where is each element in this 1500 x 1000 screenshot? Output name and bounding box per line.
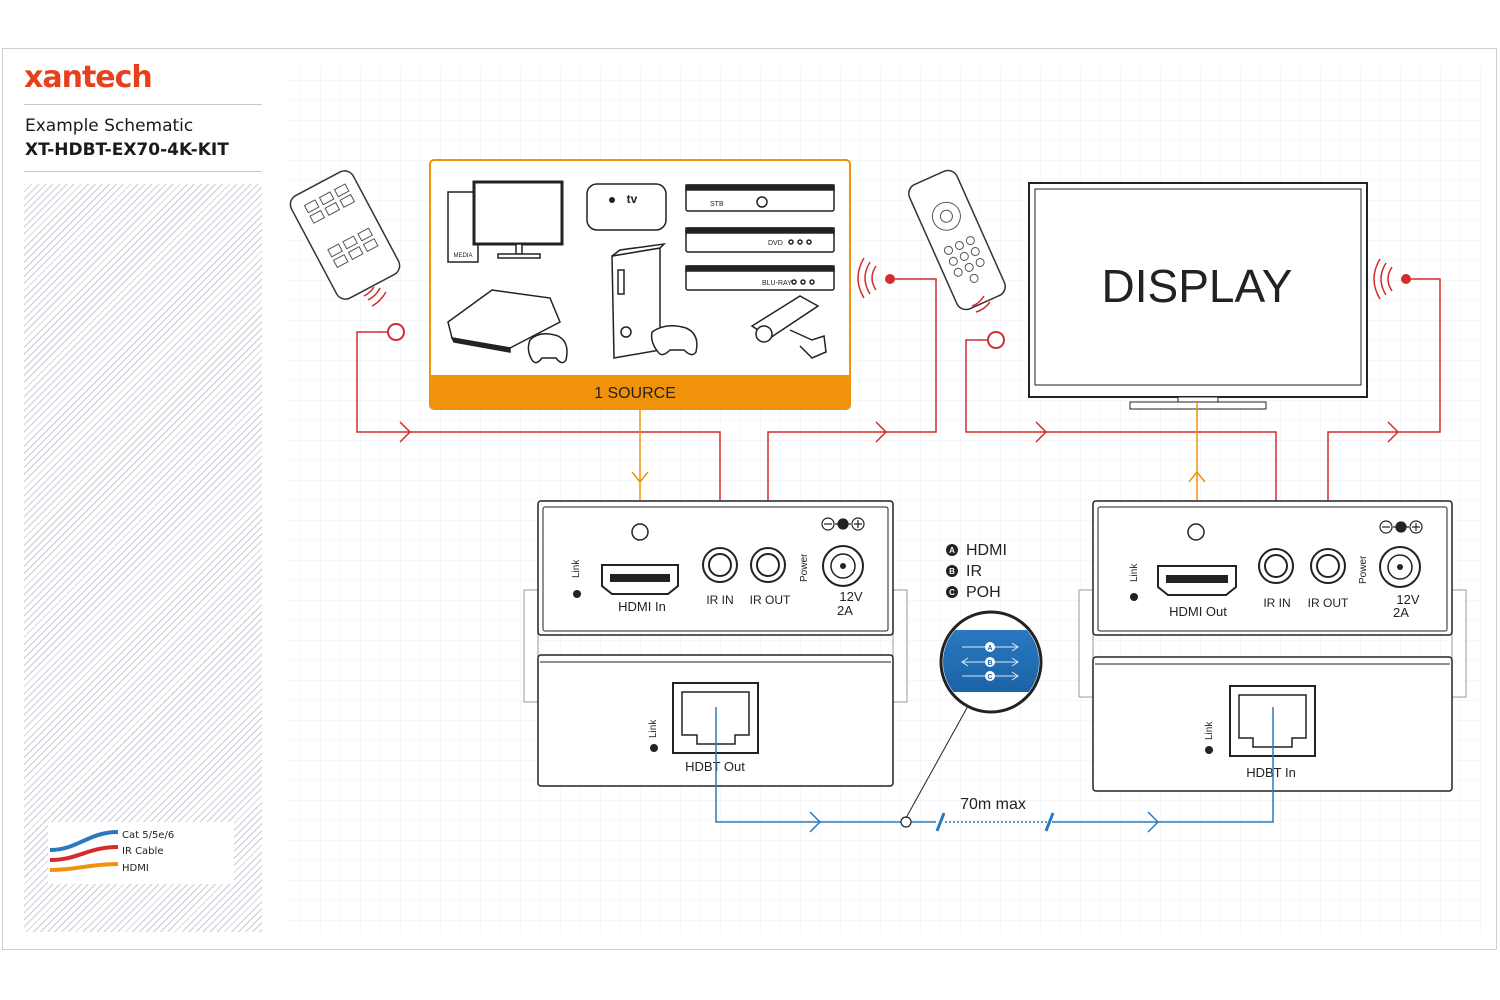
power-label: Power <box>799 553 810 582</box>
legend-cat-line <box>49 830 119 852</box>
hdmi-out-label: HDMI Out <box>1169 604 1227 619</box>
cable-legend: Cat 5/5e/6 IR Cable HDMI <box>48 822 234 884</box>
link-indicator <box>573 590 581 598</box>
magnifier-badge-c: C <box>987 674 992 681</box>
link-led <box>631 523 649 541</box>
stb-label: STB <box>710 201 724 208</box>
ir-signal-icon <box>363 286 387 307</box>
xbox-console-icon <box>611 242 698 359</box>
voltage-label: 12V <box>1396 592 1419 607</box>
ir-cables <box>356 278 1441 565</box>
display-monitor <box>1028 182 1368 410</box>
model-title: XT-HDBT-EX70-4K-KIT <box>25 140 229 160</box>
ir-emitter-icon <box>857 257 877 299</box>
polarity-icon <box>821 517 865 531</box>
dvd-player-icon <box>685 227 835 253</box>
signal-label-ir: IR <box>966 563 982 580</box>
divider <box>24 104 262 105</box>
page-subtitle: Example Schematic <box>25 116 194 136</box>
power-label: Power <box>1358 555 1369 584</box>
xantech-logo: xantech <box>24 60 153 95</box>
amperage-label: 2A <box>1393 605 1409 620</box>
hdbt-out-label: HDBT Out <box>685 759 745 774</box>
magnifier-badge-a: A <box>987 645 992 652</box>
link-label: Link <box>1129 563 1140 582</box>
apple-tv-icon <box>586 183 667 231</box>
voltage-label: 12V <box>839 589 862 604</box>
game-console-icon <box>447 289 568 364</box>
link-indicator <box>1205 746 1213 754</box>
pc-icon <box>447 180 564 263</box>
hatch-panel <box>24 184 262 932</box>
hdmi-in-label: HDMI In <box>618 599 666 614</box>
amperage-label: 2A <box>837 603 853 618</box>
hdmi-port <box>1157 565 1237 596</box>
divider <box>24 171 262 172</box>
security-camera-icon <box>750 295 827 359</box>
signal-badge-a-text: A <box>949 546 955 555</box>
ir-in-label: IR IN <box>706 593 733 607</box>
ir-signal-icon <box>971 295 991 313</box>
signal-badge-c-text: C <box>949 588 955 597</box>
ir-in-label: IR IN <box>1263 596 1290 610</box>
signal-badge-b-text: B <box>949 567 955 576</box>
ir-out-jack <box>1310 548 1346 584</box>
link-label: Link <box>571 559 582 578</box>
cable-callout-point <box>900 816 912 828</box>
link-label: Link <box>648 719 659 738</box>
display-label: DISPLAY <box>1102 260 1293 312</box>
legend-hdmi-line <box>49 862 119 872</box>
ir-receiver-eye-icon <box>987 331 1005 349</box>
ir-in-jack <box>1258 548 1294 584</box>
legend-label-cat: Cat 5/5e/6 <box>122 830 175 841</box>
power-jack <box>822 545 864 587</box>
source-label: 1 SOURCE <box>594 385 676 402</box>
signal-badge-b <box>946 565 958 577</box>
power-jack <box>1379 546 1421 588</box>
apple-tv-label: tv <box>627 192 638 206</box>
ir-emitter-icon <box>1373 258 1393 300</box>
signal-label-hdmi: HDMI <box>966 542 1007 559</box>
dvd-label: DVD <box>768 240 783 247</box>
magnifier-badge-b: B <box>987 660 992 667</box>
stb-icon <box>685 184 835 212</box>
pc-label: MEDIA <box>453 253 472 259</box>
ir-in-jack <box>702 547 738 583</box>
link-indicator <box>1130 593 1138 601</box>
ir-out-jack <box>750 547 786 583</box>
signal-label-poh: POH <box>966 584 1001 601</box>
ir-out-label: IR OUT <box>750 593 791 607</box>
ir-receiver-eye-icon <box>387 323 405 341</box>
link-indicator <box>650 744 658 752</box>
display-remote-icon <box>908 169 1006 311</box>
bluray-label: BLU-RAY <box>762 280 792 287</box>
cat-cable <box>715 707 1274 833</box>
legend-label-hdmi: HDMI <box>122 863 149 874</box>
ir-emitter-dot <box>1401 274 1411 284</box>
link-led <box>1187 523 1205 541</box>
callout-leader-line <box>905 705 969 819</box>
diagram-frame <box>2 48 1497 950</box>
bluray-player-icon <box>685 265 835 291</box>
legend-label-ir: IR Cable <box>122 846 164 857</box>
ir-out-label: IR OUT <box>1308 596 1349 610</box>
sidebar: xantech Example Schematic XT-HDBT-EX70-4… <box>24 60 262 932</box>
legend-swatches <box>49 830 119 872</box>
distance-label: 70m max <box>960 796 1026 813</box>
hdbt-in-label: HDBT In <box>1246 765 1296 780</box>
polarity-icon <box>1379 520 1423 534</box>
link-label: Link <box>1204 721 1215 740</box>
hdmi-port <box>601 564 679 595</box>
legend-ir-line <box>49 845 119 862</box>
cable-magnifier <box>939 610 1043 714</box>
signal-badge-a <box>946 544 958 556</box>
ir-emitter-dot <box>885 274 895 284</box>
signal-list: A HDMI B IR C POH <box>946 542 1007 601</box>
signal-badge-c <box>946 586 958 598</box>
source-remote-icon <box>289 170 401 300</box>
